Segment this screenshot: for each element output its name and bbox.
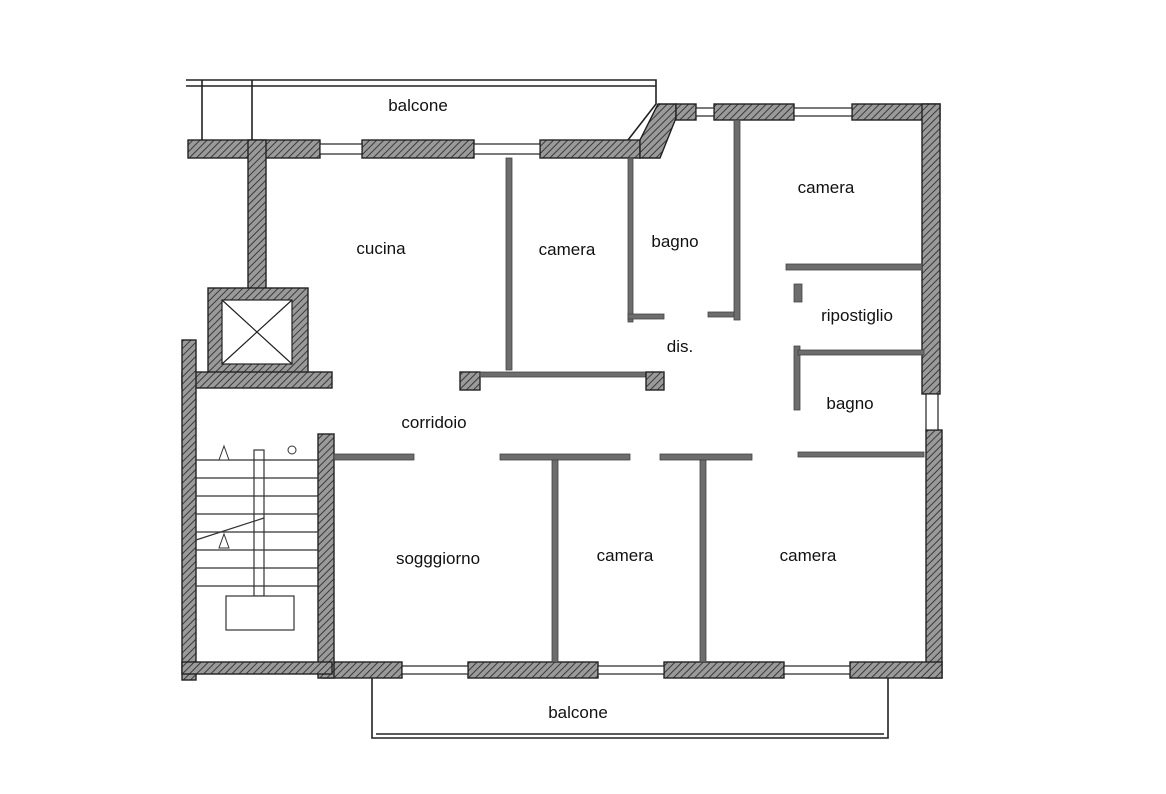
room-label-balcone-top: balcone [388, 96, 448, 115]
interior-partitions [333, 119, 925, 663]
room-label-ripostiglio: ripostiglio [821, 306, 893, 325]
room-label-bagno-1: bagno [651, 232, 699, 251]
room-label-camera-3: camera [596, 546, 654, 565]
balcone-bottom-outline [371, 678, 889, 739]
staircase [195, 444, 318, 631]
room-label-balcone-bottom: balcone [548, 703, 608, 722]
room-label-camera-4: camera [779, 546, 837, 565]
room-label-corridoio: corridoio [401, 413, 467, 432]
room-label-camera-1: camera [538, 240, 596, 259]
room-label-camera-2: camera [797, 178, 855, 197]
room-label-cucina: cucina [356, 239, 406, 258]
balcone-top-outline [186, 79, 657, 141]
room-label-bagno-2: bagno [826, 394, 874, 413]
room-label-soggiorno: sogggiorno [395, 549, 481, 568]
room-label-dis: dis. [666, 337, 694, 356]
windows [319, 107, 939, 675]
